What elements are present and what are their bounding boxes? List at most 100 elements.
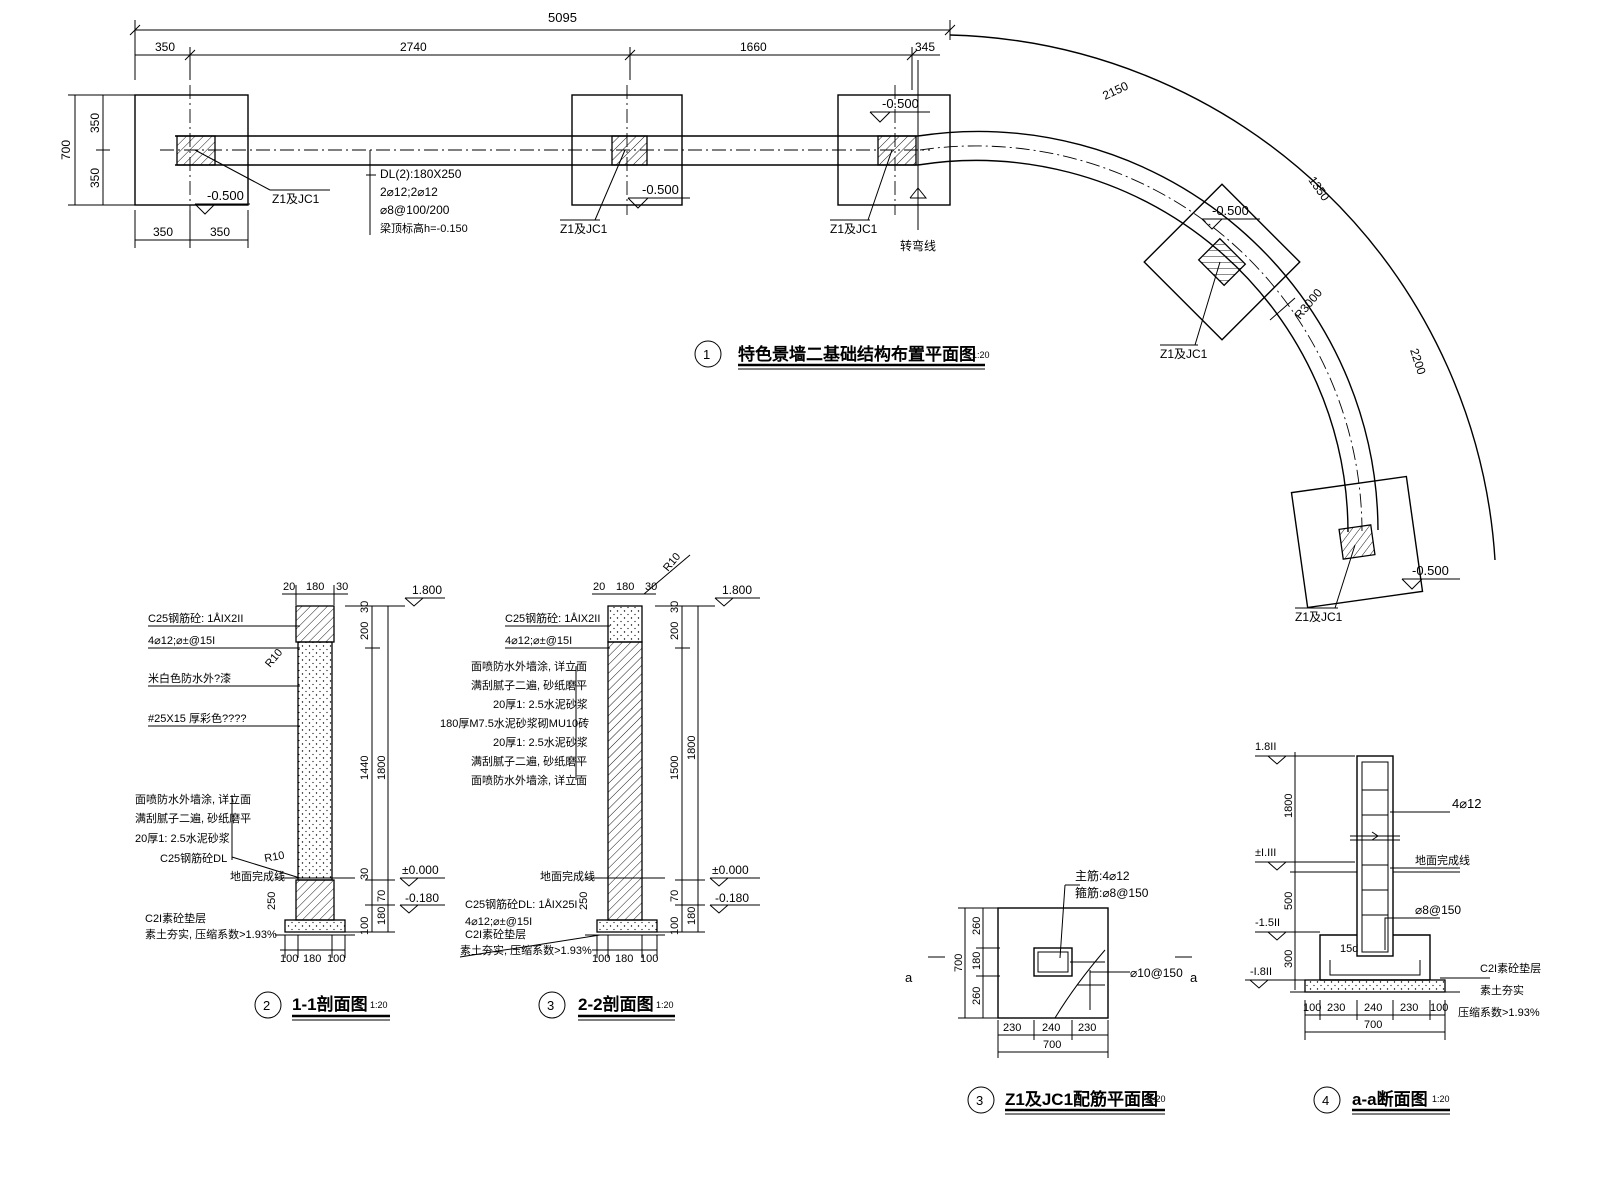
- s1-cap: [295, 605, 335, 643]
- dim-seg-4: 345: [915, 40, 935, 54]
- s2-layer-2: 满刮腻子二遍, 砂纸磨平: [471, 678, 587, 692]
- aa-bdim-4: 230: [1400, 1002, 1418, 1014]
- s2-top-dim-1: 20: [593, 581, 605, 593]
- footing-5: [1290, 475, 1424, 609]
- s2-elev-000: ±0.000: [712, 863, 749, 877]
- s2-vdim-100: 100: [669, 917, 681, 935]
- s1-note-6: 满刮腻子二遍, 砂纸磨平: [135, 811, 251, 825]
- rp-footing: [997, 907, 1109, 1019]
- s2-layer-5: 20厚1: 2.5水泥砂浆: [493, 735, 588, 749]
- s1-elev-1800: 1.800: [412, 583, 442, 597]
- aa-elev-2: ±I.III: [1255, 847, 1276, 859]
- rp-hdim-3: 230: [1078, 1022, 1096, 1034]
- rp-vdim-3: 260: [971, 987, 983, 1005]
- s2-layer-notes: 面喷防水外墙涂, 详立面 满刮腻子二遍, 砂纸磨平 20厚1: 2.5水泥砂浆 …: [440, 659, 589, 787]
- beam-curve-outer: [917, 130, 1379, 531]
- elev-plan-5: -0.500: [1412, 563, 1449, 578]
- s2-elev-1800: 1.800: [722, 583, 752, 597]
- elev-plan-2: -0.500: [642, 182, 679, 197]
- section-1-1: 20 180 30 200 1440 1800 30 30 70 180 100…: [135, 581, 445, 1021]
- rp-cut-right: a: [1190, 970, 1198, 985]
- aa-bdim-6: 700: [1364, 1019, 1382, 1031]
- dim-height-350b: 350: [88, 168, 102, 188]
- s1-vdim-250: 250: [266, 892, 278, 910]
- rp-hdim-2: 240: [1042, 1022, 1060, 1034]
- s2-top-dim-2: 180: [616, 581, 634, 593]
- s2-title-num: 3: [547, 998, 554, 1013]
- elev-plan-3: -0.500: [882, 96, 919, 111]
- dim-overall-text: 5095: [548, 10, 577, 25]
- rp-scale: 1:20: [1148, 1094, 1166, 1104]
- s1-wall: [297, 641, 333, 881]
- aa-anchor: 15d: [1340, 943, 1358, 955]
- section-a-a: 1800 500 300 1.8II ±I.III -1.5II -I.8II …: [1245, 741, 1541, 1115]
- s1-pad: [284, 919, 346, 933]
- s1-base-2: 素土夯实, 压缩系数>1.93%: [145, 927, 277, 941]
- s2-base-4: 素土夯实, 压缩系数>1.93%: [460, 943, 592, 957]
- beam-note-2: 2⌀12;2⌀12: [380, 185, 438, 199]
- rp-vdim-4: 700: [953, 954, 965, 972]
- aa-soil2: 压缩系数>1.93%: [1458, 1006, 1540, 1019]
- s1-vdim-1800: 1800: [376, 756, 388, 780]
- plan-title-num: 1: [703, 347, 710, 362]
- arc-dim-3: R3000: [1292, 286, 1326, 322]
- aa-bdim-2: 230: [1327, 1002, 1345, 1014]
- footing-4: [1143, 183, 1301, 341]
- aa-title-num: 4: [1322, 1093, 1329, 1108]
- rp-hdim-1: 230: [1003, 1022, 1021, 1034]
- s2-pad: [596, 919, 658, 933]
- aa-rebar: 4⌀12: [1452, 796, 1482, 811]
- aa-pad-label: C2I素砼垫层: [1480, 961, 1541, 975]
- s2-vdim-200: 200: [669, 622, 681, 640]
- aa-bdim-3: 240: [1364, 1002, 1382, 1014]
- s2-radius: R10: [661, 551, 683, 574]
- s1-radius-top: R10: [263, 647, 285, 670]
- rp-bottom-bar: ⌀10@150: [1130, 966, 1183, 980]
- s2-vdim-1800: 1800: [686, 736, 698, 760]
- column-tags: Z1及JC1 Z1及JC1 Z1及JC1 Z1及JC1 Z1及JC1: [194, 149, 1356, 624]
- section-2-2: 20 180 30 R10 200 1500 1800 30 70 180 10…: [440, 551, 760, 1021]
- rp-title: Z1及JC1配筋平面图: [1005, 1089, 1158, 1109]
- foundation-plan: 5095 350 2740 1660 345 700 350 350: [59, 10, 1496, 624]
- s1-top-dim-3: 30: [336, 581, 348, 593]
- s2-note-2: 4⌀12;⌀±@15I: [505, 635, 572, 647]
- rp-main-bar: 主筋:4⌀12: [1075, 868, 1130, 883]
- s1-bdim-2: 180: [303, 953, 321, 965]
- arc-dim-1: 2150: [1100, 79, 1130, 103]
- s1-elev-018: -0.180: [405, 891, 439, 905]
- s1-vdim-100: 100: [359, 917, 371, 935]
- s1-bdim-1: 100: [280, 953, 298, 965]
- elev-plan-1: -0.500: [207, 188, 244, 203]
- s2-layer-4: 180厚M7.5水泥砂浆砌MU10砖: [440, 716, 589, 730]
- tag-z1-4: Z1及JC1: [1160, 347, 1208, 361]
- s2-wall: [607, 641, 643, 921]
- plan-title: 1 特色景墙二基础结构布置平面图 1:20: [694, 340, 990, 370]
- dim-seg-2: 2740: [400, 40, 427, 54]
- rp-stirrup: 箍筋:⌀8@150: [1075, 885, 1149, 900]
- s2-vdim-1500: 1500: [669, 756, 681, 780]
- aa-vdim-300: 300: [1283, 950, 1295, 968]
- footing-1: [134, 94, 249, 206]
- s2-title: 2-2剖面图: [578, 994, 654, 1014]
- s1-note-2: 4⌀12;⌀±@15I: [148, 635, 215, 647]
- aa-column: [1356, 755, 1394, 957]
- s1-base-1: C2I素砼垫层: [145, 911, 206, 925]
- s2-bdim-1: 100: [592, 953, 610, 965]
- aa-ground: 地面完成线: [1415, 853, 1470, 867]
- s2-layer-1: 面喷防水外墙涂, 详立面: [471, 659, 587, 673]
- elev-marks-plan: -0.500 -0.500 -0.500 -0.500 -0.500: [194, 96, 1460, 590]
- s2-bdim-2: 180: [615, 953, 633, 965]
- beam-note: DL(2):180X250 2⌀12;2⌀12 ⌀8@100/200 梁顶标高h…: [366, 150, 468, 235]
- dim-height-350a: 350: [88, 113, 102, 133]
- s2-base-2: 4⌀12;⌀±@15I: [465, 916, 532, 928]
- s1-title-num: 2: [263, 998, 270, 1013]
- s1-note-1: C25钢筋砼: 1ÅIX2II: [148, 611, 243, 625]
- turn-line-label: 转弯线: [900, 238, 936, 253]
- wall-curve-outer: [949, 34, 1496, 561]
- aa-title: a-a断面图: [1352, 1089, 1428, 1109]
- s1-title: 1-1剖面图: [292, 994, 368, 1014]
- s2-vdim-70: 70: [669, 890, 681, 902]
- plan-title-scale: 1:20: [972, 350, 990, 360]
- tag-z1-1: Z1及JC1: [272, 192, 320, 206]
- s1-bdim-3: 100: [327, 953, 345, 965]
